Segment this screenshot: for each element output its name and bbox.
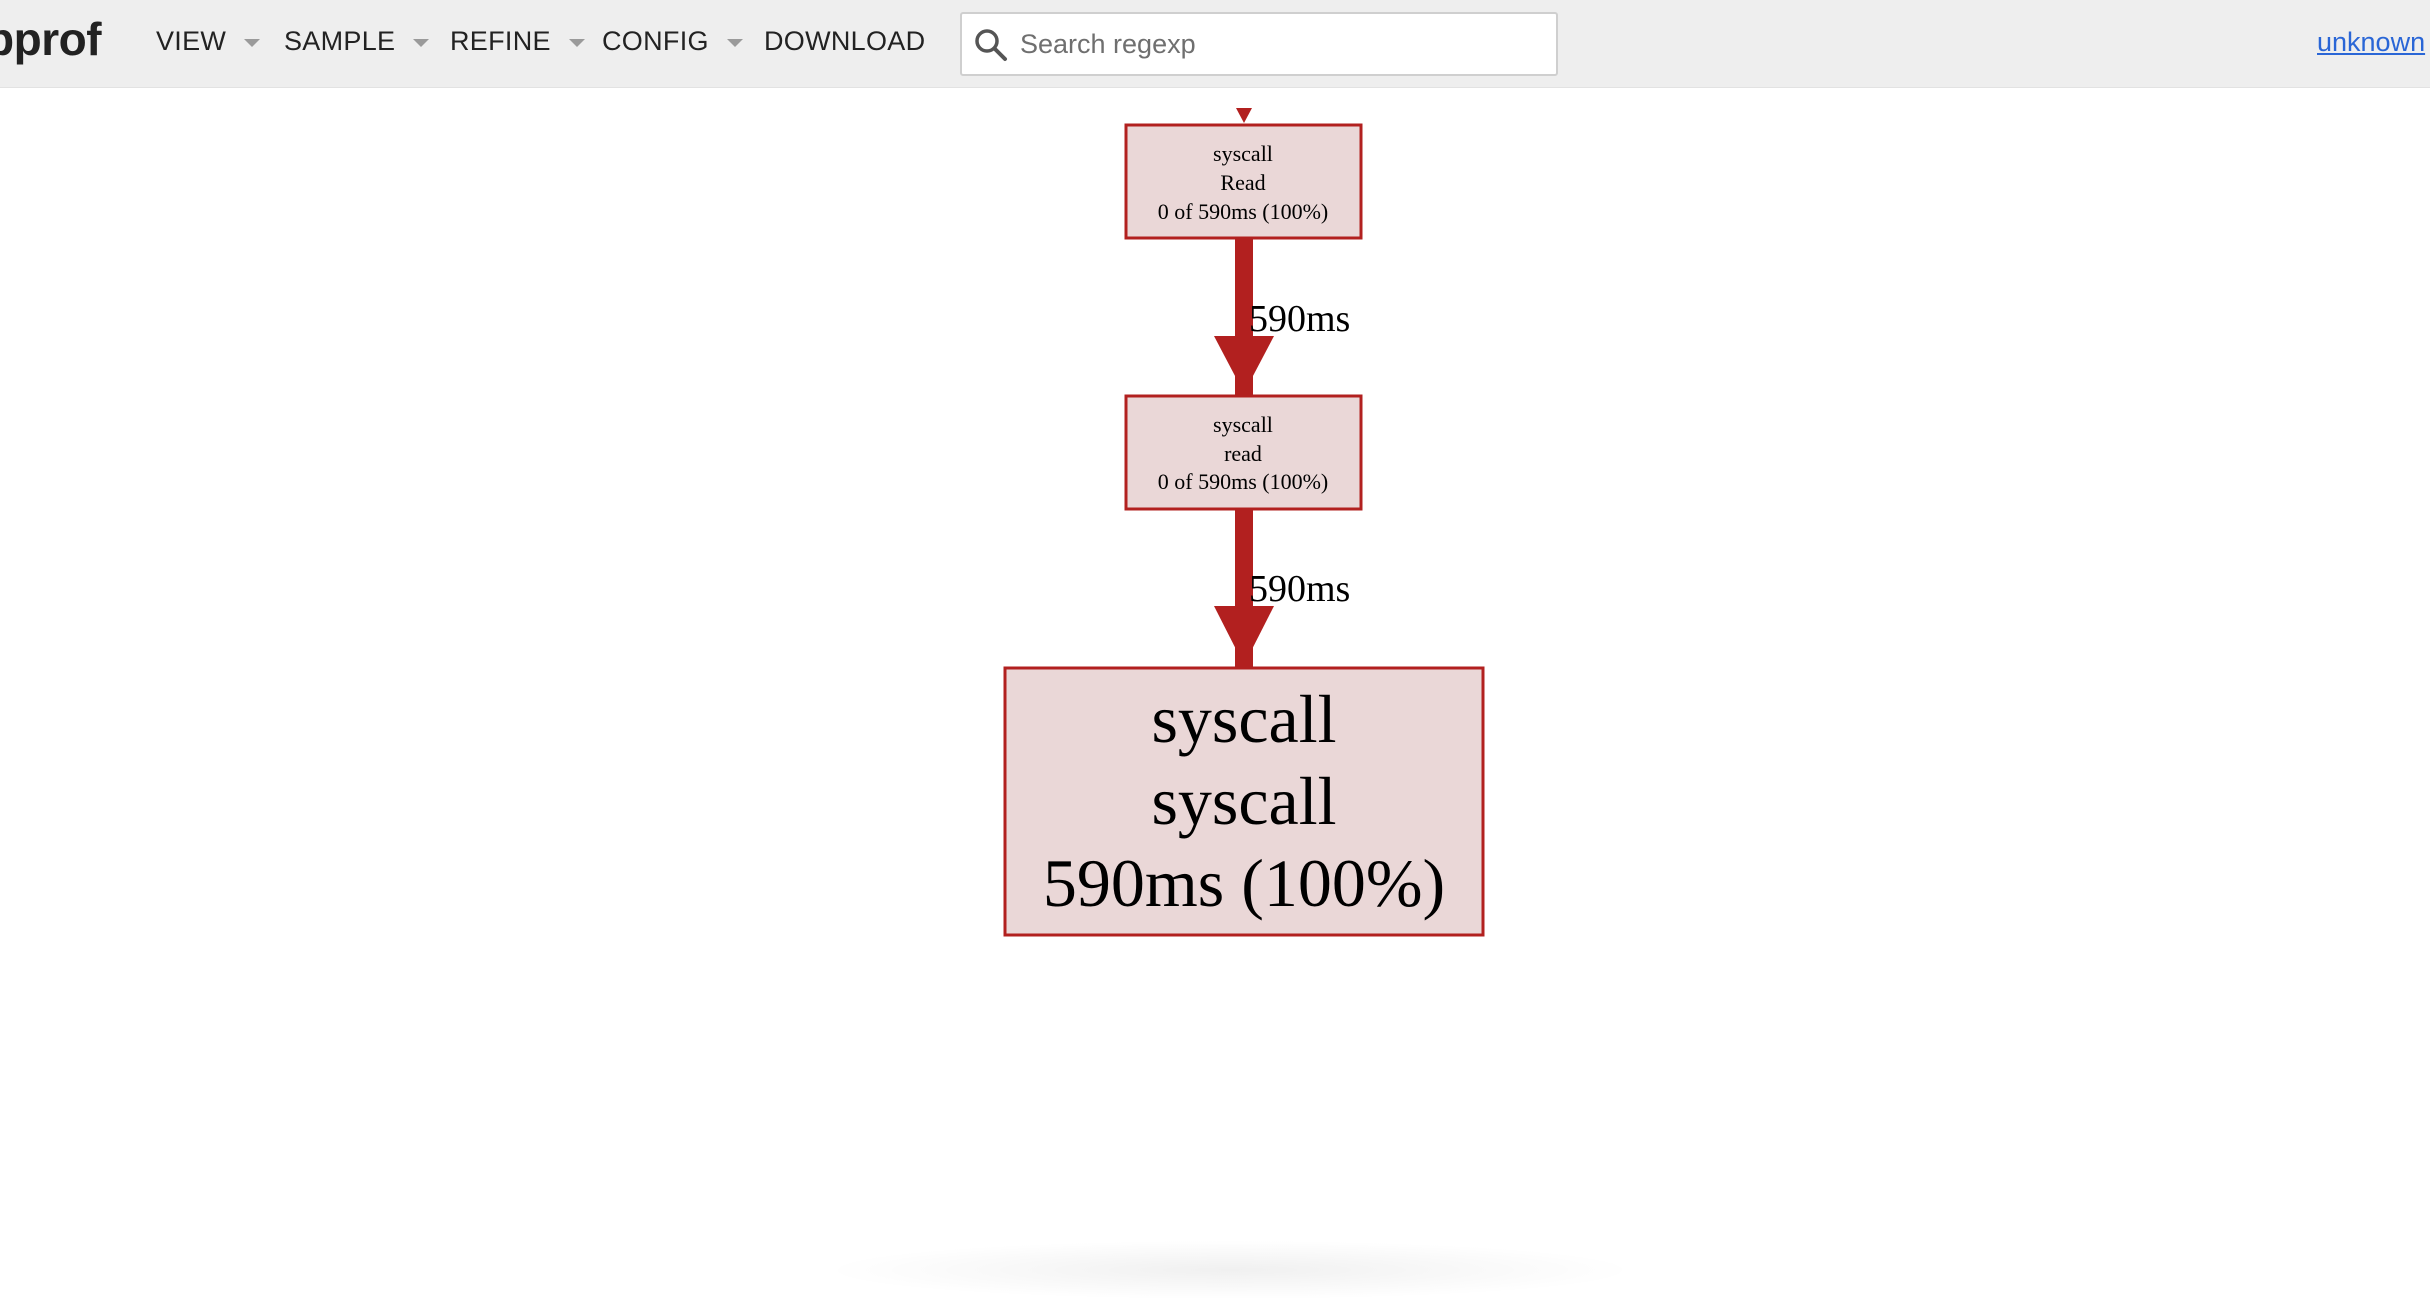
node-stats: 0 of 590ms (100%)	[1158, 469, 1328, 494]
chevron-down-icon	[244, 38, 261, 47]
node-package: syscall	[1213, 412, 1273, 437]
search-input[interactable]	[1020, 14, 1540, 74]
node-package: syscall	[1213, 141, 1273, 166]
config-menu-label: CONFIG	[602, 26, 709, 56]
graph-node-syscall-read-lower[interactable]: syscall read 0 of 590ms (100%)	[1124, 394, 1363, 511]
node-function: Read	[1220, 170, 1265, 195]
node-function: syscall	[1151, 763, 1336, 839]
edge-label: 590ms	[1249, 298, 1350, 340]
graph-node-syscall-syscall[interactable]: syscall syscall 590ms (100%)	[1003, 666, 1485, 937]
config-menu[interactable]: CONFIG	[602, 26, 743, 57]
node-stats: 590ms (100%)	[1043, 845, 1445, 921]
call-graph: syscall Read 0 of 590ms (100%) 590ms sys…	[1003, 108, 1485, 937]
edge-arrowhead	[1214, 606, 1274, 665]
chevron-down-icon	[726, 38, 743, 47]
search-box[interactable]	[960, 12, 1558, 76]
node-function: read	[1224, 441, 1262, 466]
top-toolbar: pprof VIEW SAMPLE REFINE CONFIG DOWNLOAD…	[0, 0, 2430, 88]
chevron-down-icon	[413, 38, 430, 47]
graph-node-syscall-read-upper[interactable]: syscall Read 0 of 590ms (100%)	[1124, 123, 1363, 240]
download-menu[interactable]: DOWNLOAD	[764, 26, 925, 57]
graph-edge-read-to-syscall[interactable]: 590ms	[1214, 509, 1350, 699]
incoming-edge-arrowhead	[1236, 108, 1252, 123]
bottom-shadow	[820, 1240, 1640, 1300]
profile-name-link[interactable]: unknown	[2317, 27, 2426, 57]
sample-menu-label: SAMPLE	[284, 26, 396, 56]
view-menu[interactable]: VIEW	[156, 26, 261, 57]
search-icon	[975, 29, 1007, 61]
download-menu-label: DOWNLOAD	[764, 26, 926, 56]
refine-menu-label: REFINE	[450, 26, 551, 56]
view-menu-label: VIEW	[156, 26, 227, 56]
graph-edge-read-to-read[interactable]: 590ms	[1214, 238, 1350, 428]
node-stats: 0 of 590ms (100%)	[1158, 199, 1328, 224]
edge-label: 590ms	[1249, 568, 1350, 610]
node-box	[1124, 394, 1363, 511]
node-box	[1003, 666, 1485, 937]
node-package: syscall	[1151, 681, 1336, 757]
app-logo: pprof	[0, 13, 102, 65]
chevron-down-icon	[568, 38, 585, 47]
edge-arrowhead	[1214, 336, 1274, 393]
refine-menu[interactable]: REFINE	[450, 26, 585, 57]
sample-menu[interactable]: SAMPLE	[284, 26, 430, 57]
